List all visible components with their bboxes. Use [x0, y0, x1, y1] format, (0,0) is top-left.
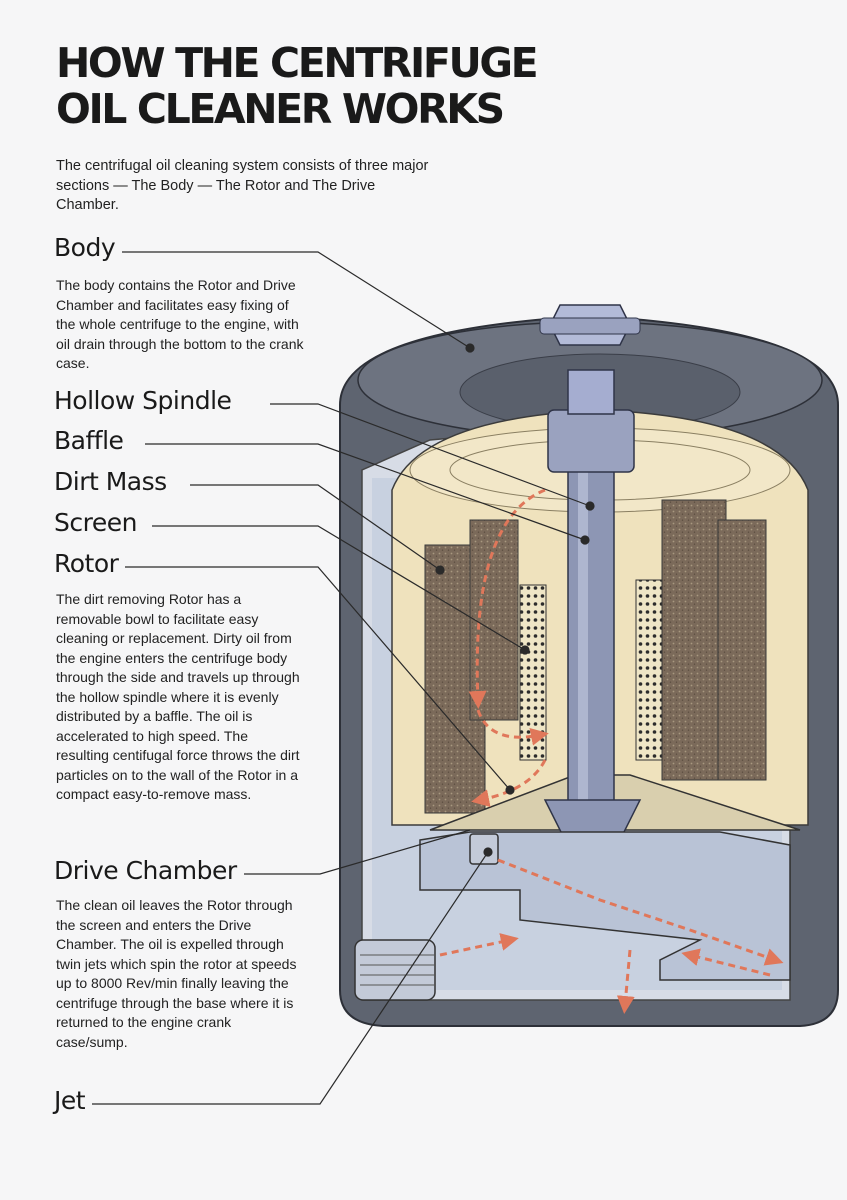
screen-left	[519, 584, 547, 761]
label-rotor: Rotor	[54, 549, 119, 578]
dirt-mass-right	[661, 499, 727, 781]
screen-right	[635, 579, 663, 761]
title-line-1: HOW THE CENTRIFUGE	[56, 39, 539, 87]
label-baffle: Baffle	[54, 426, 124, 455]
body-description: The body contains the Rotor and Drive Ch…	[56, 277, 304, 371]
label-hollow-spindle: Hollow Spindle	[54, 386, 232, 415]
page-title: HOW THE CENTRIFUGE OIL CLEANER WORKS	[56, 40, 616, 132]
leader-lines	[92, 251, 595, 1105]
dirt-mass-right-outer	[717, 519, 767, 781]
jet-nozzle	[469, 833, 499, 865]
dirt-mass-left-inner	[469, 519, 519, 721]
label-dirt-mass: Dirt Mass	[54, 467, 167, 496]
label-jet: Jet	[54, 1086, 86, 1115]
hollow-spindle	[539, 304, 642, 841]
title-line-2: OIL CLEANER WORKS	[56, 85, 505, 133]
drive-chamber-description: The clean oil leaves the Rotor through t…	[56, 897, 297, 1050]
label-screen: Screen	[54, 508, 137, 537]
oil-flow-arrows	[439, 488, 784, 1014]
intro-text: The centrifugal oil cleaning system cons…	[56, 158, 429, 213]
label-drive-chamber: Drive Chamber	[54, 856, 237, 885]
drive-chamber-base	[354, 831, 791, 1001]
label-body: Body	[54, 233, 116, 262]
rotor-description: The dirt removing Rotor has a removable …	[56, 591, 300, 802]
